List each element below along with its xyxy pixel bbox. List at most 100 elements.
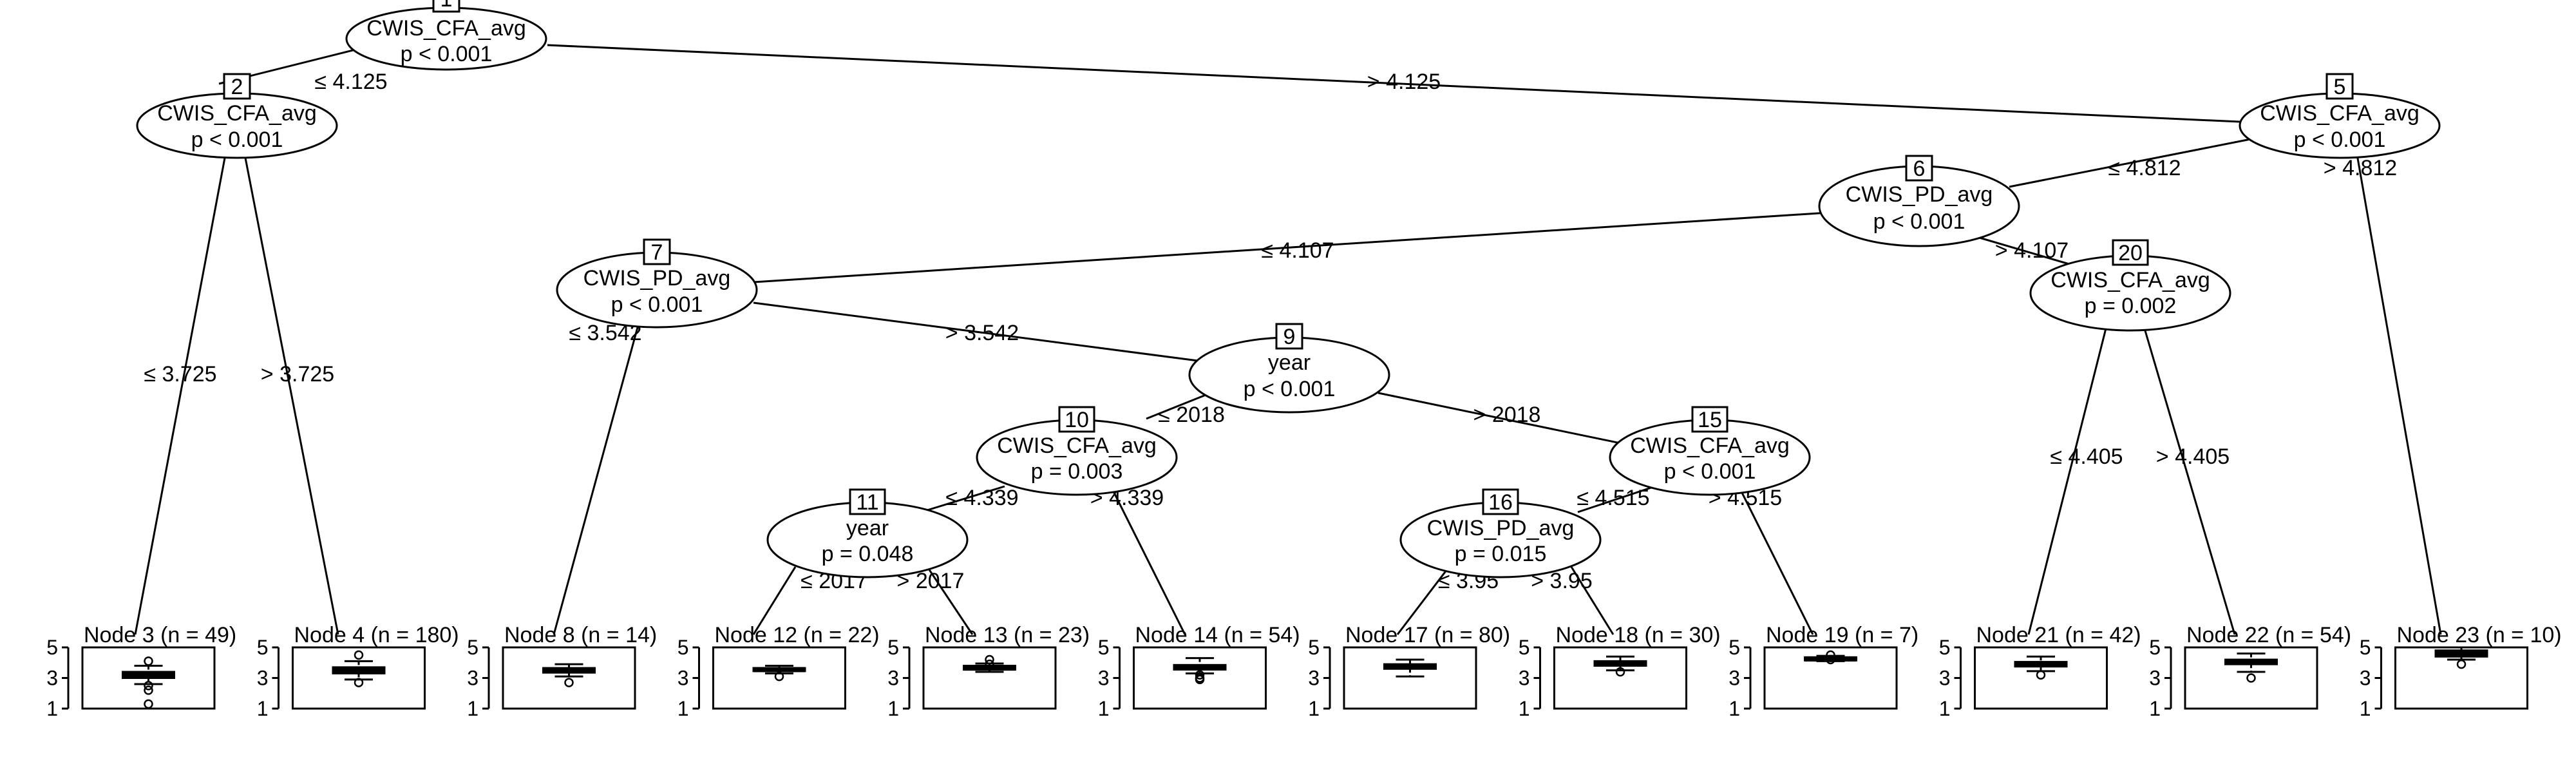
node-p-value: p = 0.015 xyxy=(1455,542,1547,566)
node-p-value: p < 0.001 xyxy=(2294,128,2386,152)
outlier-point xyxy=(1195,674,1205,685)
outlier-point xyxy=(354,650,364,660)
outlier-point xyxy=(1195,670,1205,680)
edge-label: ≤ 2018 xyxy=(1158,403,1225,427)
node-p-value: p = 0.048 xyxy=(822,542,914,566)
inner-nodes: 1 CWIS_CFA_avg p < 0.001 2 CWIS_CFA_avg … xyxy=(136,0,2441,578)
terminal-node[interactable]: Node 22 (n = 54)135 xyxy=(2149,623,2351,720)
terminal-node[interactable]: Node 23 (n = 10)135 xyxy=(2360,623,2562,720)
edge-16-18 xyxy=(1570,566,1615,635)
terminal-node[interactable]: Node 17 (n = 80)135 xyxy=(1308,623,1510,720)
y-axis-tick-label: 1 xyxy=(1308,697,1320,720)
inner-node-9[interactable]: 9 year p < 0.001 xyxy=(1188,323,1390,414)
y-axis-tick-label: 1 xyxy=(257,697,269,720)
terminal-node-title: Node 23 (n = 10) xyxy=(2397,623,2562,647)
outlier-point xyxy=(144,656,153,666)
node-id: 20 xyxy=(2118,241,2143,265)
edge-label: ≤ 4.125 xyxy=(314,70,387,94)
terminal-node[interactable]: Node 12 (n = 22)135 xyxy=(677,623,880,720)
edge-label: ≤ 4.339 xyxy=(945,486,1018,510)
node-id: 7 xyxy=(651,240,663,265)
edge-15-19 xyxy=(1738,486,1814,635)
edge-10-14 xyxy=(1110,486,1186,635)
terminal-node[interactable]: Node 8 (n = 14)135 xyxy=(467,623,657,720)
outlier-point xyxy=(354,678,364,687)
node-id: 16 xyxy=(1488,490,1513,515)
boxplot-panel xyxy=(922,646,1057,710)
terminal-node[interactable]: Node 3 (n = 49)135 xyxy=(46,623,236,720)
inner-node-5[interactable]: 5 CWIS_CFA_avg p < 0.001 xyxy=(2239,73,2441,159)
edge-2-3 xyxy=(134,154,227,635)
edge-label: ≤ 4.515 xyxy=(1577,486,1649,510)
edge-label: > 3.725 xyxy=(261,362,334,386)
edge-labels: ≤ 4.125 > 4.125 ≤ 3.725 > 3.725 ≤ 4.812 … xyxy=(144,70,2397,593)
y-axis-tick-label: 3 xyxy=(1519,667,1530,690)
edge-label: ≤ 4.405 xyxy=(2050,444,2123,469)
outlier-point xyxy=(144,699,153,709)
terminal-node[interactable]: Node 18 (n = 30)135 xyxy=(1519,623,1721,720)
node-variable: CWIS_CFA_avg xyxy=(1630,434,1790,458)
boxplot-panel xyxy=(2184,646,2318,710)
node-variable: CWIS_PD_avg xyxy=(1846,182,1993,207)
y-axis-tick-label: 1 xyxy=(677,697,689,720)
edge-11-12 xyxy=(752,566,797,635)
node-p-value: p < 0.001 xyxy=(1244,377,1336,401)
terminal-node[interactable]: Node 19 (n = 7)135 xyxy=(1728,623,1918,720)
node-variable: CWIS_CFA_avg xyxy=(997,434,1157,458)
terminal-node[interactable]: Node 21 (n = 42)135 xyxy=(1939,623,2141,720)
edge-5-6 xyxy=(2009,137,2255,188)
y-axis-tick-label: 5 xyxy=(467,636,478,659)
edge-label: ≤ 3.725 xyxy=(144,362,216,386)
edge-11-13 xyxy=(926,566,974,635)
boxplot-panel xyxy=(1343,646,1477,710)
inner-node-10[interactable]: 10 CWIS_CFA_avg p = 0.003 xyxy=(976,406,1178,496)
node-variable: CWIS_PD_avg xyxy=(583,266,731,291)
terminal-node-title: Node 13 (n = 23) xyxy=(925,623,1090,647)
y-axis-tick-label: 3 xyxy=(46,667,58,690)
node-variable: CWIS_CFA_avg xyxy=(157,101,317,126)
inner-node-20[interactable]: 20 CWIS_CFA_avg p = 0.002 xyxy=(2029,239,2231,332)
y-axis-tick-label: 3 xyxy=(1728,667,1740,690)
inner-node-1[interactable]: 1 CWIS_CFA_avg p < 0.001 xyxy=(345,0,547,71)
edge-label: > 2018 xyxy=(1473,403,1541,427)
terminal-node[interactable]: Node 4 (n = 180)135 xyxy=(257,623,459,720)
inner-node-11[interactable]: 11 year p = 0.048 xyxy=(766,488,969,578)
node-p-value: p < 0.001 xyxy=(191,128,283,152)
edge-label: > 4.812 xyxy=(2324,156,2397,180)
edge-9-15 xyxy=(1378,392,1643,449)
edge-9-10 xyxy=(1146,392,1211,420)
inner-node-6[interactable]: 6 CWIS_PD_avg p < 0.001 xyxy=(1818,155,2020,247)
inner-node-15[interactable]: 15 CWIS_CFA_avg p < 0.001 xyxy=(1609,406,1811,496)
node-id: 9 xyxy=(1283,325,1296,349)
inner-node-2[interactable]: 2 CWIS_CFA_avg p < 0.001 xyxy=(136,73,338,159)
y-axis-tick-label: 5 xyxy=(2360,636,2371,659)
outlier-point xyxy=(774,671,784,682)
y-axis-tick-label: 1 xyxy=(2149,697,2161,720)
edge-label: > 4.107 xyxy=(1995,238,2069,263)
inner-node-16[interactable]: 16 CWIS_PD_avg p = 0.015 xyxy=(1399,488,1602,578)
y-axis-tick-label: 3 xyxy=(1308,667,1320,690)
y-axis-tick-label: 3 xyxy=(467,667,478,690)
outlier-point xyxy=(2456,659,2467,669)
terminal-node-title: Node 21 (n = 42) xyxy=(1976,623,2141,647)
terminal-node-title: Node 12 (n = 22) xyxy=(715,623,880,647)
outlier-point xyxy=(144,685,153,695)
node-variable: year xyxy=(1268,350,1311,375)
y-axis-tick-label: 1 xyxy=(1728,697,1740,720)
y-axis-tick-label: 3 xyxy=(2360,667,2371,690)
node-p-value: p < 0.001 xyxy=(1664,459,1756,484)
edge-1-5 xyxy=(547,44,2255,124)
outlier-point xyxy=(564,678,574,687)
edge-label: ≤ 4.107 xyxy=(1261,238,1334,263)
terminal-node-title: Node 17 (n = 80) xyxy=(1345,623,1510,647)
terminal-node[interactable]: Node 14 (n = 54)135 xyxy=(1098,623,1300,720)
inner-node-7[interactable]: 7 CWIS_PD_avg p < 0.001 xyxy=(556,238,758,329)
node-p-value: p < 0.001 xyxy=(1873,209,1965,234)
node-id: 11 xyxy=(856,490,878,515)
terminal-node-title: Node 14 (n = 54) xyxy=(1135,623,1300,647)
y-axis-tick-label: 5 xyxy=(1728,636,1740,659)
outlier-point xyxy=(2036,670,2046,680)
terminal-node[interactable]: Node 13 (n = 23)135 xyxy=(887,623,1090,720)
y-axis-tick-label: 1 xyxy=(1098,697,1110,720)
